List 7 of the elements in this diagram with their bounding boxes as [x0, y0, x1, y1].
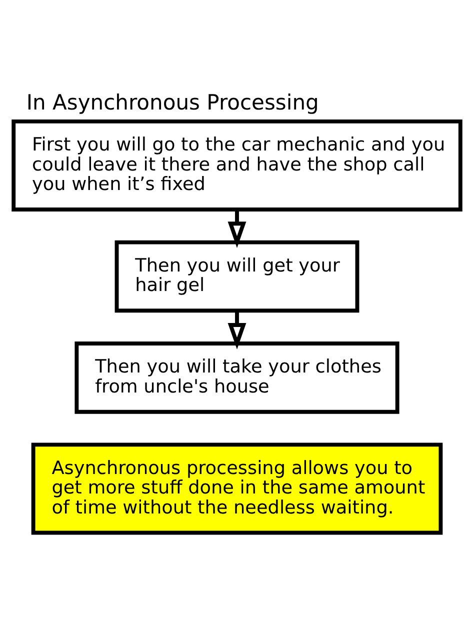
diagram-title: In Asynchronous Processing — [26, 89, 319, 114]
node-box: First you will go to the car mechanic and you could leave it there and have the shop call you when it’s fixed — [12, 119, 462, 212]
arrow — [228, 210, 246, 248]
node-box: Then you will get your hair gel — [114, 240, 360, 313]
node-box: Asynchronous processing allows you to get more stuff done in the same amount of time without the needless waiting. — [31, 442, 443, 535]
node-box: Then you will take your clothes from uncle's house — [74, 342, 400, 414]
arrow — [228, 311, 246, 350]
